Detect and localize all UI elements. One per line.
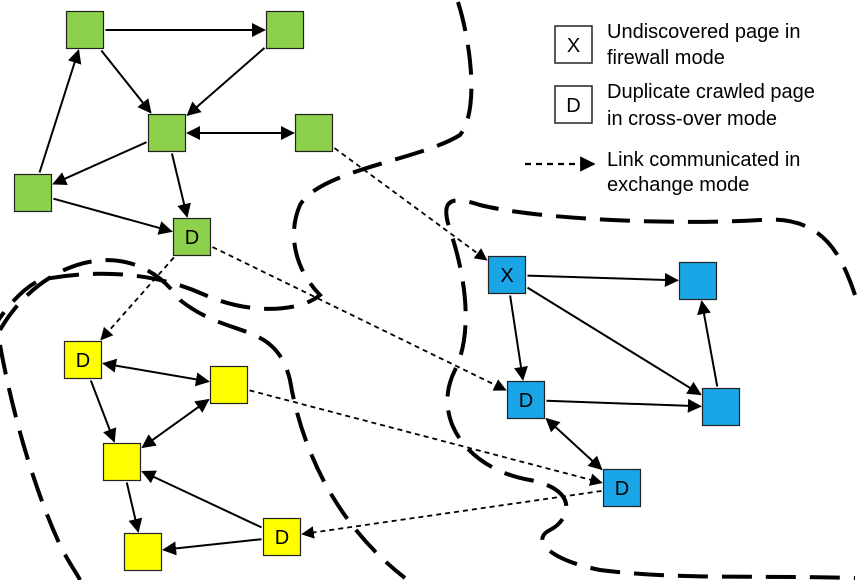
link-yd2-y4 <box>162 538 262 556</box>
legend-item-duplicate: D Duplicate crawled page in cross-over m… <box>554 81 815 130</box>
nodes: D D D X D D <box>13 10 741 572</box>
page-node-box <box>294 113 334 153</box>
page-node-label: X <box>500 265 513 287</box>
page-node-label: D <box>76 350 90 372</box>
link-yd2-y3 <box>141 470 262 529</box>
page-node-box <box>63 340 103 380</box>
page-node-box <box>172 217 212 257</box>
page-node-g5 <box>13 173 53 213</box>
page-node-label: D <box>519 390 533 412</box>
page-node-y3 <box>102 442 142 482</box>
page-node-g3 <box>147 113 187 153</box>
link-bx-bd1 <box>509 295 528 381</box>
yellow-partition-boundary-inner <box>0 344 82 580</box>
page-node-bd1: D <box>506 380 546 420</box>
legend-label-undiscovered-line1: Undiscovered page in <box>607 21 800 43</box>
legend-swatch-undiscovered <box>554 25 593 64</box>
page-node-y4 <box>123 532 163 572</box>
page-node-box <box>701 387 741 427</box>
legend-symbol-undiscovered: X <box>567 35 580 57</box>
link-g5-gd <box>53 197 173 235</box>
page-node-box <box>262 517 302 557</box>
link-g3-g5 <box>52 141 147 186</box>
exchange-link-y2-bd2 <box>249 389 603 486</box>
page-node-box <box>13 173 53 213</box>
page-node-box <box>506 380 546 420</box>
link-bd1-bd2 <box>545 417 603 471</box>
exchange-link-gd-yd1 <box>100 256 175 341</box>
exchange-link-gd-bd1 <box>212 246 507 391</box>
link-yd1-y3 <box>89 380 117 443</box>
page-node-bx: X <box>487 255 527 295</box>
page-node-label: D <box>275 527 289 549</box>
page-node-box <box>265 10 305 50</box>
page-node-b4 <box>701 387 741 427</box>
page-node-yd1: D <box>63 340 103 380</box>
link-g2-g3 <box>186 47 266 117</box>
page-node-g1 <box>65 10 105 50</box>
page-node-box <box>147 113 187 153</box>
page-node-bd2: D <box>602 468 642 508</box>
legend: X Undiscovered page in firewall mode D D… <box>525 21 815 196</box>
legend-symbol-duplicate: D <box>566 95 580 117</box>
page-node-box <box>123 532 163 572</box>
page-node-box <box>209 365 249 405</box>
green-partition-boundary <box>0 1 474 322</box>
exchange-link-g4-bx <box>333 147 488 261</box>
page-node-label: D <box>185 227 199 249</box>
link-bx-b4 <box>526 286 702 396</box>
legend-item-exchange: Link communicated in exchange mode <box>525 149 800 196</box>
link-g5-g1 <box>38 49 82 173</box>
page-node-gd: D <box>172 217 212 257</box>
page-node-yd2: D <box>262 517 302 557</box>
page-node-box <box>65 10 105 50</box>
page-node-g4 <box>294 113 334 153</box>
link-g3-gd <box>170 153 191 218</box>
page-node-y2 <box>209 365 249 405</box>
link-yd1-y2 <box>102 358 210 387</box>
legend-label-exchange-line1: Link communicated in <box>607 149 800 171</box>
page-node-g2 <box>265 10 305 50</box>
legend-label-exchange-line2: exchange mode <box>607 174 749 196</box>
edges <box>38 23 719 556</box>
legend-label-undiscovered-line2: firewall mode <box>607 47 725 69</box>
legend-swatch-duplicate <box>554 85 593 124</box>
link-y2-y3 <box>141 398 210 449</box>
page-node-box <box>602 468 642 508</box>
link-b4-b2 <box>697 300 719 387</box>
link-bd1-b4 <box>546 398 702 413</box>
page-node-box <box>102 442 142 482</box>
blue-partition-boundary <box>444 198 857 580</box>
legend-item-undiscovered: X Undiscovered page in firewall mode <box>554 21 800 69</box>
yellow-partition-boundary-right <box>0 258 407 580</box>
legend-label-duplicate-line2: in cross-over mode <box>607 108 777 130</box>
link-bx-b2 <box>527 272 679 287</box>
page-node-box <box>487 255 527 295</box>
link-g1-g3 <box>100 49 152 114</box>
page-node-b2 <box>678 261 718 301</box>
link-y3-y4 <box>125 482 143 533</box>
page-node-box <box>678 261 718 301</box>
page-node-label: D <box>615 478 629 500</box>
legend-label-duplicate-line1: Duplicate crawled page <box>607 81 815 103</box>
